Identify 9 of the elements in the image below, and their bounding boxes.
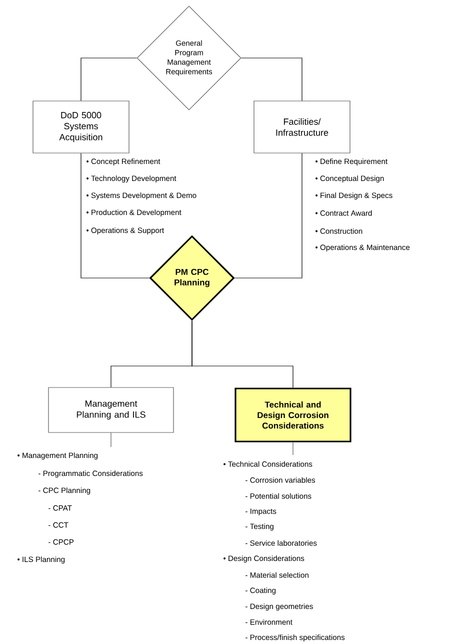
connector: [241, 58, 302, 101]
process-box: Technical and Design Corrosion Considerations: [234, 388, 352, 442]
connector: [80, 58, 137, 101]
connector: [80, 153, 150, 278]
connector: [234, 153, 302, 278]
process-box: Management Planning and ILS: [48, 387, 174, 433]
process-box: Facilities/ Infrastructure: [254, 100, 350, 154]
connector: [192, 320, 294, 388]
process-box: DoD 5000 Systems Acquisition: [32, 100, 130, 154]
